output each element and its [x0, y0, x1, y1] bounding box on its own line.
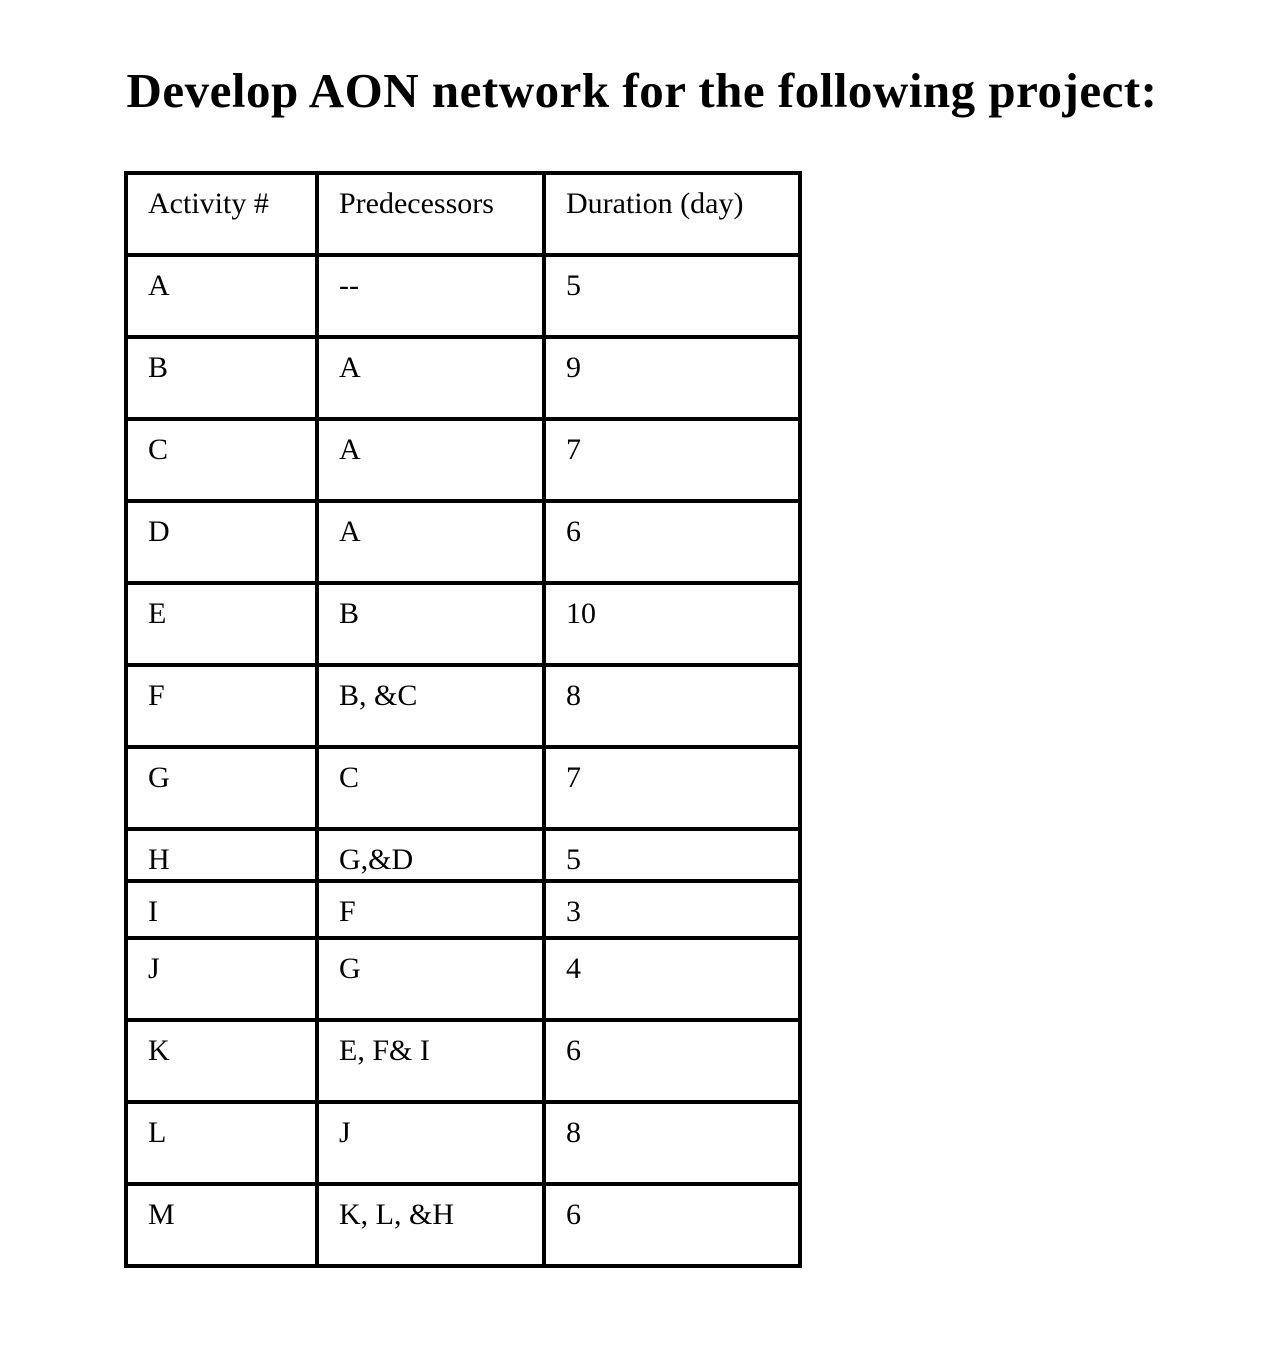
- header-activity: Activity #: [124, 171, 319, 257]
- cell-duration: 3: [542, 879, 802, 940]
- cell-activity: C: [124, 417, 319, 503]
- cell-activity: L: [124, 1100, 319, 1186]
- cell-duration: 8: [542, 1100, 802, 1186]
- cell-duration: 6: [542, 1182, 802, 1268]
- cell-predecessors: A: [315, 499, 546, 585]
- table-row: K E, F& I 6: [124, 1018, 802, 1104]
- cell-activity: J: [124, 936, 319, 1022]
- cell-activity: K: [124, 1018, 319, 1104]
- cell-activity: A: [124, 253, 319, 339]
- table-row: M K, L, &H 6: [124, 1182, 802, 1268]
- cell-activity: M: [124, 1182, 319, 1268]
- table-row: F B, &C 8: [124, 663, 802, 749]
- table-row: G C 7: [124, 745, 802, 831]
- cell-predecessors: A: [315, 335, 546, 421]
- cell-duration: 6: [542, 499, 802, 585]
- table-row: H G,&D 5: [124, 827, 802, 883]
- table-row: C A 7: [124, 417, 802, 503]
- cell-duration: 7: [542, 417, 802, 503]
- page-title: Develop AON network for the following pr…: [126, 63, 1158, 118]
- cell-activity: E: [124, 581, 319, 667]
- cell-predecessors: E, F& I: [315, 1018, 546, 1104]
- cell-duration: 6: [542, 1018, 802, 1104]
- document-page: Develop AON network for the following pr…: [0, 62, 1284, 1367]
- cell-predecessors: G,&D: [315, 827, 546, 883]
- cell-predecessors: A: [315, 417, 546, 503]
- cell-predecessors: K, L, &H: [315, 1182, 546, 1268]
- cell-activity: F: [124, 663, 319, 749]
- cell-activity: G: [124, 745, 319, 831]
- cell-duration: 4: [542, 936, 802, 1022]
- cell-predecessors: C: [315, 745, 546, 831]
- cell-activity: D: [124, 499, 319, 585]
- table-row: I F 3: [124, 879, 802, 940]
- header-predecessors: Predecessors: [315, 171, 546, 257]
- table-row: E B 10: [124, 581, 802, 667]
- cell-predecessors: F: [315, 879, 546, 940]
- cell-duration: 9: [542, 335, 802, 421]
- cell-predecessors: J: [315, 1100, 546, 1186]
- cell-duration: 7: [542, 745, 802, 831]
- table-row: J G 4: [124, 936, 802, 1022]
- table-header-row: Activity # Predecessors Duration (day): [124, 171, 802, 257]
- cell-duration: 10: [542, 581, 802, 667]
- cell-predecessors: B, &C: [315, 663, 546, 749]
- cell-activity: B: [124, 335, 319, 421]
- cell-predecessors: G: [315, 936, 546, 1022]
- cell-activity: I: [124, 879, 319, 940]
- cell-predecessors: B: [315, 581, 546, 667]
- table-row: A -- 5: [124, 253, 802, 339]
- table-row: B A 9: [124, 335, 802, 421]
- table-row: L J 8: [124, 1100, 802, 1186]
- cell-duration: 5: [542, 827, 802, 883]
- table-row: D A 6: [124, 499, 802, 585]
- cell-predecessors: --: [315, 253, 546, 339]
- cell-duration: 8: [542, 663, 802, 749]
- header-duration: Duration (day): [542, 171, 802, 257]
- cell-activity: H: [124, 827, 319, 883]
- activity-table: Activity # Predecessors Duration (day) A…: [124, 171, 802, 1268]
- cell-duration: 5: [542, 253, 802, 339]
